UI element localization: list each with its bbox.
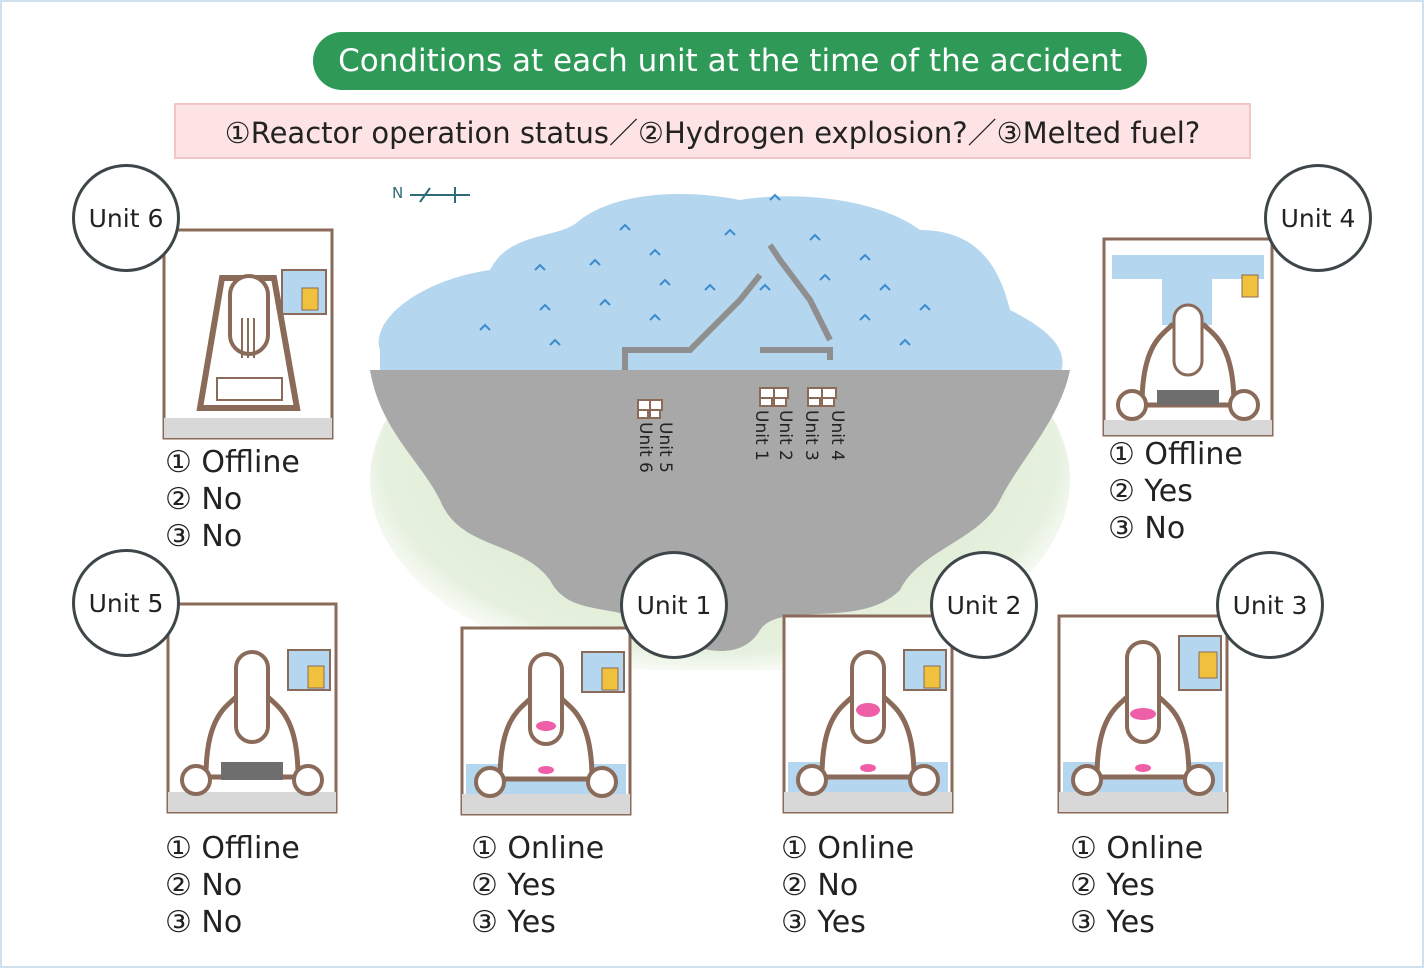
unit-1-status: ① Online ② Yes ③ Yes [471, 830, 604, 941]
breakwater-north [760, 243, 833, 360]
reactor-unit-3 [1057, 614, 1229, 814]
unit-3-badge: Unit 3 [1216, 551, 1324, 659]
unit-6-operation: ① Offline [165, 445, 300, 480]
unit-1-operation: ① Online [471, 831, 605, 866]
unit-3-status: ① Online ② Yes ③ Yes [1070, 830, 1203, 941]
unit-4-badge: Unit 4 [1264, 164, 1372, 272]
map-label-unit-5: Unit 5 [655, 422, 675, 473]
unit-6-badge: Unit 6 [72, 164, 180, 272]
unit-2-hydrogen: ② No [781, 868, 859, 903]
diagram-title: Conditions at each unit at the time of t… [313, 32, 1147, 90]
map-label-unit-4: Unit 4 [827, 410, 847, 461]
reactor-unit-6 [162, 228, 334, 440]
map-label-unit-1: Unit 1 [751, 410, 771, 461]
sea [378, 194, 1063, 375]
unit-2-melted: ③ Yes [781, 905, 866, 940]
map-label-unit-2: Unit 2 [775, 410, 795, 461]
unit-6-status: ① Offline ② No ③ No [165, 444, 300, 555]
unit-2-badge: Unit 2 [930, 551, 1038, 659]
unit-3-melted: ③ Yes [1070, 905, 1155, 940]
site-map: N Unit 6 Unit 5 Unit 1 Unit 2 Unit 3 Uni… [370, 184, 1070, 670]
unit-1-melted: ③ Yes [471, 905, 556, 940]
unit-5-melted: ③ No [165, 905, 243, 940]
unit-2-operation: ① Online [781, 831, 915, 866]
unit-3-operation: ① Online [1070, 831, 1204, 866]
unit-1-hydrogen: ② Yes [471, 868, 556, 903]
unit-5-status: ① Offline ② No ③ No [165, 830, 300, 941]
map-unit-buildings [637, 387, 837, 419]
map-label-unit-3: Unit 3 [801, 410, 821, 461]
waves [479, 193, 931, 346]
unit-5-operation: ① Offline [165, 831, 300, 866]
reactor-unit-5 [166, 602, 338, 814]
unit-4-status: ① Offline ② Yes ③ No [1108, 436, 1243, 547]
unit-6-melted: ③ No [165, 519, 243, 554]
unit-6-hydrogen: ② No [165, 482, 243, 517]
reactor-unit-2 [782, 614, 954, 814]
unit-5-badge: Unit 5 [72, 549, 180, 657]
unit-3-hydrogen: ② Yes [1070, 868, 1155, 903]
legend-box: ①Reactor operation status／②Hydrogen expl… [174, 103, 1251, 159]
unit-2-status: ① Online ② No ③ Yes [781, 830, 914, 941]
unit-4-melted: ③ No [1108, 511, 1186, 546]
map-label-unit-6: Unit 6 [635, 422, 655, 473]
unit-4-hydrogen: ② Yes [1108, 474, 1193, 509]
reactor-unit-4 [1102, 237, 1274, 437]
unit-1-badge: Unit 1 [620, 551, 728, 659]
breakwater [622, 273, 763, 370]
compass-label: N [392, 184, 403, 202]
unit-4-operation: ① Offline [1108, 437, 1243, 472]
unit-5-hydrogen: ② No [165, 868, 243, 903]
reactor-unit-1 [460, 626, 632, 816]
land [370, 370, 1070, 651]
compass-arrow [410, 187, 470, 203]
